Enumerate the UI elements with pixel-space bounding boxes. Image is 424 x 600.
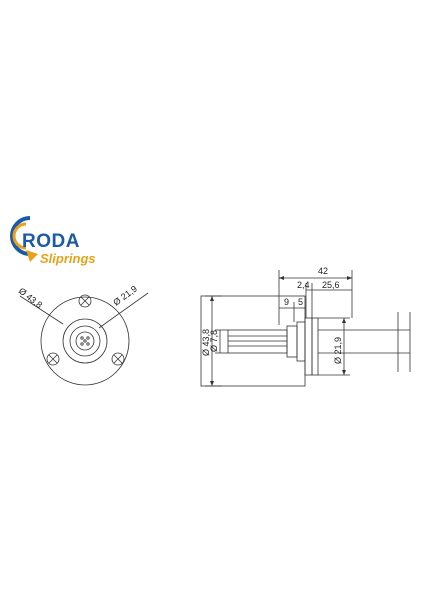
front-outer-circle — [40, 296, 130, 386]
side-outer-diameter-label: Ø 43,8 — [201, 329, 211, 356]
side-flange-plate — [304, 317, 313, 376]
side-body-length-label: 25,6 — [322, 280, 340, 290]
side-shaft — [227, 329, 288, 354]
roda-sliprings-logo: RODA Sliprings — [10, 216, 96, 266]
bolt-hole-right — [111, 352, 125, 366]
side-shaft-seg1-label: 9 — [284, 297, 289, 307]
side-shaft-seg2-label: 5 — [298, 297, 303, 307]
side-body-diameter-label: Ø 21,9 — [333, 337, 343, 364]
front-bore-diameter-label: Ø 21,9 — [111, 284, 139, 308]
front-outer-diameter-label: Ø 43,8 — [17, 286, 44, 311]
side-view — [200, 270, 411, 387]
front-view — [19, 292, 149, 386]
side-housing — [311, 317, 319, 376]
bolt-hole-left — [46, 352, 60, 366]
logo-brand-sub: Sliprings — [40, 251, 96, 266]
front-shaft-circle — [75, 331, 95, 351]
side-shaft-diameter-label: Ø 7,8 — [209, 330, 219, 352]
bolt-hole-top — [78, 294, 92, 308]
side-flange-thickness-label: 2,4 — [297, 280, 310, 290]
logo-brand-main: RODA — [22, 231, 80, 252]
front-body-circle — [62, 318, 108, 364]
side-overall-length-label: 42 — [318, 266, 328, 276]
logo-swoosh-icon — [10, 216, 31, 256]
